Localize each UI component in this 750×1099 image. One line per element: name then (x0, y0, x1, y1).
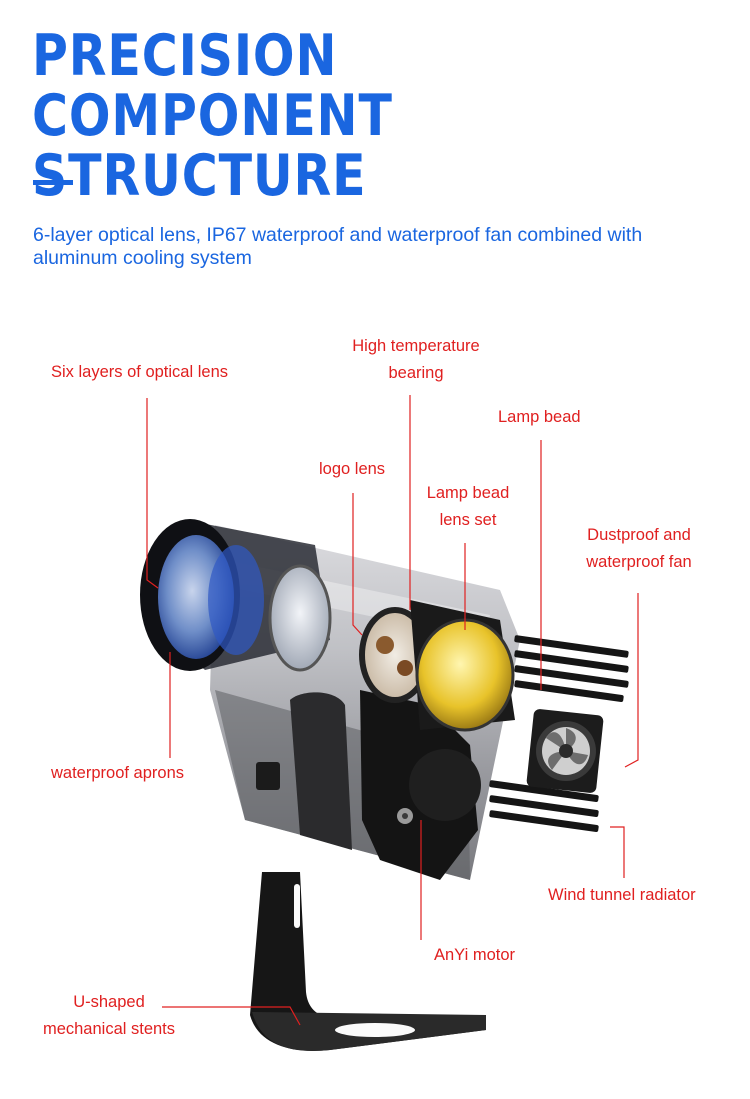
leader-six-layers (146, 398, 159, 589)
page-title-line-1: PRECISION COMPONENT (32, 23, 393, 149)
subtitle: 6-layer optical lens, IP67 waterproof an… (33, 224, 643, 269)
motor-assembly (360, 690, 481, 880)
callout-leader-lines (146, 395, 639, 1026)
callout-motor: AnYi motor (434, 946, 516, 964)
callout-six-layers: Six layers of optical lens (51, 363, 228, 381)
callout-fan-line-1: Dustproof and (587, 526, 691, 544)
lamp-bead-lens-set (410, 600, 515, 732)
leader-radiator (610, 826, 625, 878)
callout-lens-set-line-2: lens set (439, 511, 497, 529)
callout-lens-set-line-1: Lamp bead (426, 484, 510, 502)
callout-lamp-bead: Lamp bead (498, 408, 581, 426)
page-title-line-2: STRUCTURE (32, 143, 367, 209)
callout-high-temp-line-1: High temperature (352, 337, 480, 355)
callout-high-temp-line-2: bearing (388, 364, 444, 382)
callout-aprons: waterproof aprons (51, 764, 184, 782)
callout-high-temp-bearing: High temperature bearing (342, 333, 490, 387)
wind-tunnel-radiator (489, 635, 629, 832)
accent-bar (33, 180, 73, 185)
callout-fan: Dustproof and waterproof fan (578, 522, 700, 576)
callout-lens-set: Lamp bead lens set (414, 480, 522, 534)
leader-logo-lens (352, 493, 363, 636)
callout-stents-line-1: U-shaped (73, 993, 145, 1011)
fan-icon (526, 709, 604, 793)
optical-lens-barrel (140, 519, 332, 672)
leader-fan (624, 593, 639, 768)
u-shaped-stent (250, 872, 486, 1051)
page-title: PRECISION COMPONENT STRUCTURE (32, 26, 649, 206)
callout-logo-lens: logo lens (319, 460, 386, 478)
callout-fan-line-2: waterproof fan (586, 553, 692, 571)
callout-stents-line-2: mechanical stents (42, 1020, 176, 1038)
leader-stents (162, 1006, 301, 1026)
callout-radiator: Wind tunnel radiator (548, 886, 696, 904)
callout-stents: U-shaped mechanical stents (36, 989, 182, 1043)
